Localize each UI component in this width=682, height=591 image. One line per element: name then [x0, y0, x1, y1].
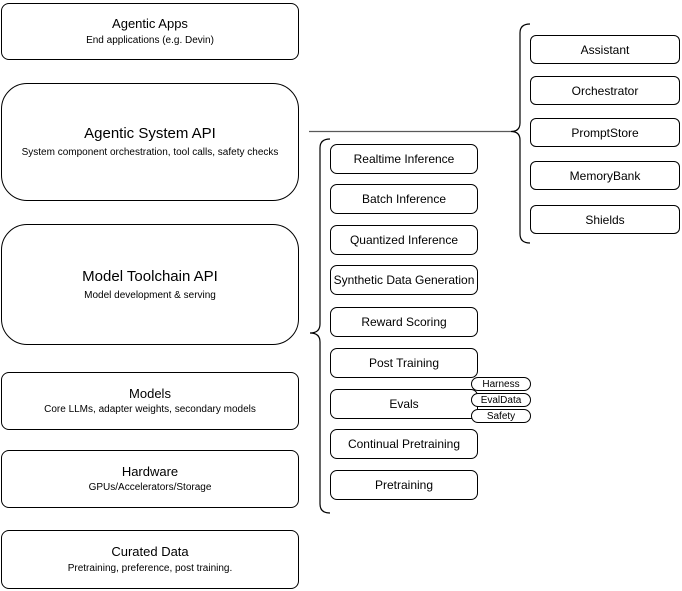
eval-tag-label: EvalData — [480, 394, 522, 406]
toolchain-box-synthetic-data-generation: Synthetic Data Generation — [330, 265, 478, 295]
toolchain-brace — [309, 138, 331, 514]
layer-subtitle: Model development & serving — [84, 289, 216, 301]
toolchain-box-realtime-inference: Realtime Inference — [330, 144, 478, 174]
layer-box-agentic-system-api: Agentic System API System component orch… — [1, 83, 299, 201]
toolchain-box-reward-scoring: Reward Scoring — [330, 307, 478, 337]
eval-tag-harness: Harness — [471, 377, 531, 391]
toolchain-label: Post Training — [368, 356, 440, 370]
eval-tag-safety: Safety — [471, 409, 531, 423]
layer-box-agentic-apps: Agentic Apps End applications (e.g. Devi… — [1, 3, 299, 60]
layer-title: Curated Data — [111, 544, 189, 560]
layer-subtitle: End applications (e.g. Devin) — [86, 34, 214, 46]
eval-tag-evaldata: EvalData — [471, 393, 531, 407]
layer-title: Agentic System API — [84, 125, 216, 142]
layer-title: Agentic Apps — [112, 16, 188, 32]
toolchain-label: Pretraining — [374, 478, 434, 492]
layer-subtitle: Pretraining, preference, post training. — [67, 562, 233, 574]
layer-box-models: Models Core LLMs, adapter weights, secon… — [1, 372, 299, 430]
layer-title: Model Toolchain API — [82, 267, 218, 285]
toolchain-box-evals: Evals — [330, 389, 478, 419]
toolchain-label: Synthetic Data Generation — [333, 273, 475, 287]
components-brace — [510, 23, 531, 244]
toolchain-label: Evals — [389, 397, 419, 411]
component-box-assistant: Assistant — [530, 35, 680, 64]
component-box-memorybank: MemoryBank — [530, 161, 680, 190]
component-label: Orchestrator — [571, 83, 639, 98]
toolchain-box-quantized-inference: Quantized Inference — [330, 225, 478, 255]
toolchain-label: Realtime Inference — [353, 152, 455, 166]
toolchain-box-continual-pretraining: Continual Pretraining — [330, 429, 478, 459]
toolchain-label: Batch Inference — [361, 192, 447, 206]
component-box-promptstore: PromptStore — [530, 118, 680, 147]
toolchain-box-post-training: Post Training — [330, 348, 478, 378]
toolchain-label: Reward Scoring — [361, 315, 447, 329]
layer-box-model-toolchain-api: Model Toolchain API Model development & … — [1, 224, 299, 345]
toolchain-box-batch-inference: Batch Inference — [330, 184, 478, 214]
layer-subtitle: System component orchestration, tool cal… — [21, 147, 279, 158]
component-box-orchestrator: Orchestrator — [530, 76, 680, 105]
eval-tag-label: Safety — [486, 410, 516, 422]
layer-box-hardware: Hardware GPUs/Accelerators/Storage — [1, 450, 299, 508]
component-label: MemoryBank — [569, 168, 641, 183]
layer-subtitle: GPUs/Accelerators/Storage — [88, 482, 212, 494]
toolchain-box-pretraining: Pretraining — [330, 470, 478, 500]
toolchain-label: Continual Pretraining — [347, 437, 461, 451]
component-label: PromptStore — [571, 125, 639, 140]
component-label: Shields — [585, 212, 625, 227]
layer-title: Models — [129, 385, 171, 401]
component-label: Assistant — [580, 42, 630, 57]
toolchain-label: Quantized Inference — [349, 233, 459, 247]
layer-box-curated-data: Curated Data Pretraining, preference, po… — [1, 530, 299, 589]
layer-subtitle: Core LLMs, adapter weights, secondary mo… — [44, 404, 256, 416]
layer-title: Hardware — [121, 463, 179, 479]
eval-tag-label: Harness — [482, 378, 520, 390]
component-box-shields: Shields — [530, 205, 680, 234]
